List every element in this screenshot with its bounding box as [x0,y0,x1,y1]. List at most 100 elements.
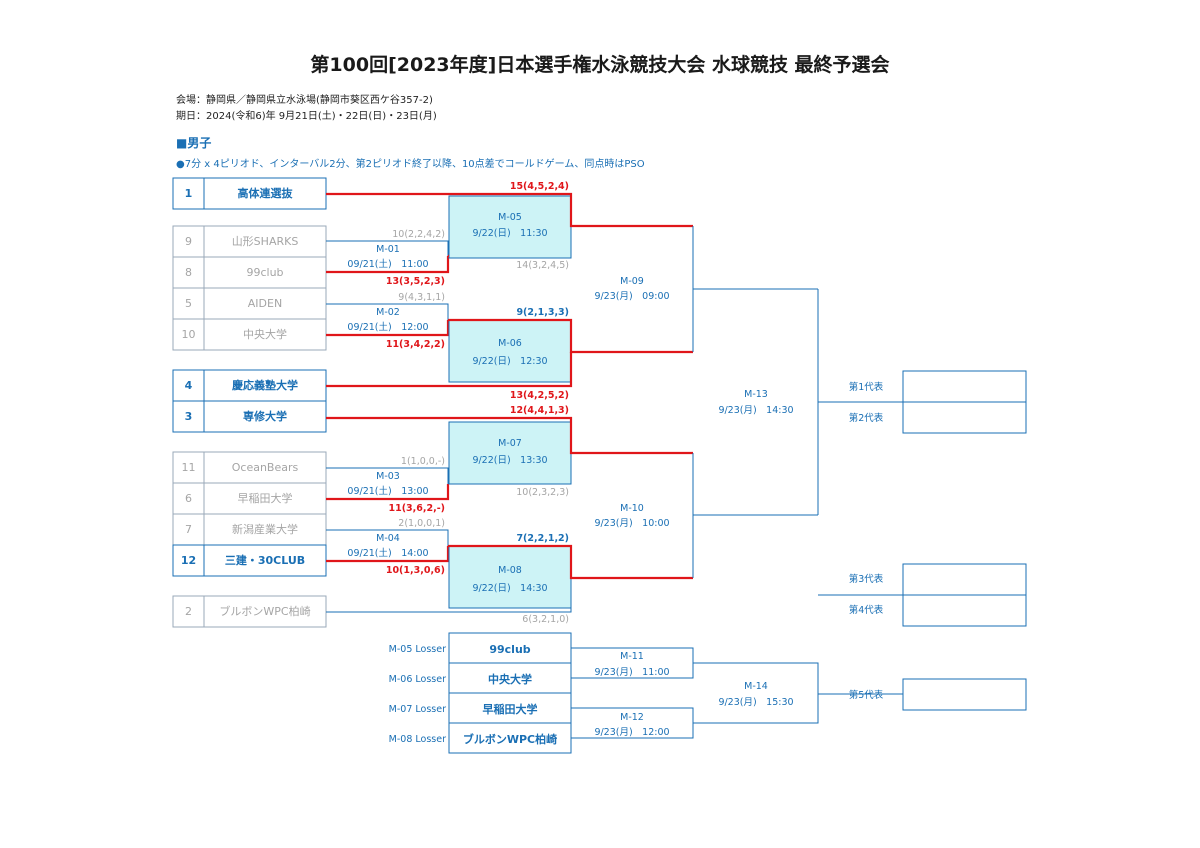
scores: 10(2,2,4,2) 13(3,5,2,3) 9(4,3,1,1) 11(3,… [386,181,569,625]
team-row: 12 三建・30CLUB [172,544,327,577]
team-seed: 11 [182,461,196,474]
score-text: 14(3,2,4,5) [516,260,569,271]
score-text: 15(4,5,2,4) [510,181,569,192]
match-id: M-07 [498,438,522,449]
team-row: 2 ブルボンWPC柏崎 [172,595,327,628]
team-name: 慶応義塾大学 [232,378,298,392]
team-row: 4 慶応義塾大学 [172,369,327,402]
team-name: 高体連選抜 [238,186,294,200]
match-date: 09/21(土) 14:00 [347,547,428,559]
score-text: 2(1,0,0,1) [398,518,445,529]
rep-label: 第2代表 [849,412,884,424]
rep-label: 第1代表 [849,381,884,393]
team-seed: 1 [185,187,193,200]
game-rules: ●7分 x 4ピリオド、インターバル2分、第2ピリオド終了以降、10点差でコール… [176,159,645,170]
match-id: M-06 [498,338,522,349]
score-text: 12(4,4,1,3) [510,405,569,416]
match-id: M-10 [620,503,644,514]
score-text: 10(2,3,2,3) [516,487,569,498]
loser-bracket [448,632,903,754]
score-text: 13(4,2,5,2) [510,390,569,401]
loser-name: 早稲田大学 [483,702,538,716]
team-name: ブルボンWPC柏崎 [219,604,310,618]
score-text: 10(1,3,0,6) [386,565,445,576]
team-name: AIDEN [248,297,282,310]
match-id: M-04 [376,533,400,544]
round2-boxes [448,195,572,609]
team-name: 99club [246,266,283,279]
team-row: 9 山形SHARKS [172,225,327,258]
loser-label: M-08 Losser [389,734,446,745]
team-row: 11 OceanBears [172,451,327,484]
score-text: 7(2,2,1,2) [516,533,569,544]
match-id: M-12 [620,712,644,723]
match-date: 9/23(月) 10:00 [594,518,669,529]
match-date: 09/21(土) 13:00 [347,485,428,497]
match-date: 09/21(土) 11:00 [347,258,428,270]
match-id: M-11 [620,651,644,662]
score-text: 1(1,0,0,-) [401,456,445,467]
match-date: 9/23(月) 11:00 [594,667,669,678]
team-name: OceanBears [232,461,299,474]
match-date: 9/23(月) 12:00 [594,727,669,738]
match-date: 09/21(土) 12:00 [347,321,428,333]
representative-labels: 第1代表 第2代表 第3代表 第4代表 第5代表 [849,381,884,701]
team-seed: 10 [182,328,196,341]
round1-lines [326,240,450,563]
round3-lines [692,226,903,578]
round2-lines [326,192,693,613]
loser-entries: M-05 Losser 99club M-06 Losser 中央大学 M-07… [389,643,557,746]
team-name: 専修大学 [243,409,287,423]
team-seed: 9 [185,235,192,248]
rep-label: 第5代表 [849,689,884,701]
match-date: 9/23(月) 15:30 [718,697,793,708]
match-box-m08 [448,545,572,609]
match-labels: M-01 09/21(土) 11:00 M-02 09/21(土) 12:00 … [347,212,793,738]
rep-label: 第4代表 [849,604,884,616]
match-id: M-09 [620,276,644,287]
score-text: 9(2,1,3,3) [516,307,569,318]
team-name: 早稲田大学 [238,491,293,505]
team-seed: 2 [185,605,192,618]
team-name: 山形SHARKS [232,235,299,248]
match-id: M-01 [376,244,400,255]
team-row: 5 AIDEN [172,287,327,320]
team-seed: 7 [185,523,192,536]
loser-label: M-06 Losser [389,674,446,685]
section-heading-men: ■男子 [176,136,212,150]
match-id: M-05 [498,212,522,223]
representative-boxes [818,370,1027,711]
match-box-m05 [448,195,572,259]
rep-label: 第3代表 [849,573,884,585]
team-row: 3 専修大学 [172,400,327,433]
team-seed: 4 [185,379,193,392]
match-id: M-13 [744,389,768,400]
score-text: 11(3,6,2,-) [388,503,445,514]
team-list: 1 高体連選抜 9 山形SHARKS 8 99club 5 AIDEN 10 中… [172,177,327,628]
team-row: 6 早稲田大学 [172,482,327,515]
team-row: 8 99club [172,256,327,289]
match-id: M-03 [376,471,400,482]
score-text: 11(3,4,2,2) [386,339,445,350]
page-title: 第100回[2023年度]日本選手権水泳競技大会 水球競技 最終予選会 [310,54,890,76]
match-id: M-08 [498,565,522,576]
team-seed: 6 [185,492,192,505]
team-row: 7 新潟産業大学 [172,513,327,546]
team-seed: 3 [185,410,193,423]
match-date: 9/23(月) 09:00 [594,291,669,302]
team-row: 10 中央大学 [172,318,327,351]
loser-name: 中央大学 [488,672,532,686]
team-name: 中央大学 [243,327,287,341]
team-seed: 8 [185,266,192,279]
score-text: 9(4,3,1,1) [398,292,445,303]
match-date: 9/23(月) 14:30 [718,405,793,416]
match-date: 9/22(日) 13:30 [472,455,547,466]
venue-text: 会場：静岡県／静岡県立水泳場(静岡市葵区西ケ谷357-2) [176,95,433,106]
match-box-m06 [448,319,572,383]
score-text: 6(3,2,1,0) [522,614,569,625]
team-seed: 5 [185,297,192,310]
loser-label: M-05 Losser [389,644,446,655]
dates-text: 期日：2024(令和6)年 9月21日(土)・22日(日)・23日(月) [176,111,437,122]
score-text: 13(3,5,2,3) [386,276,445,287]
